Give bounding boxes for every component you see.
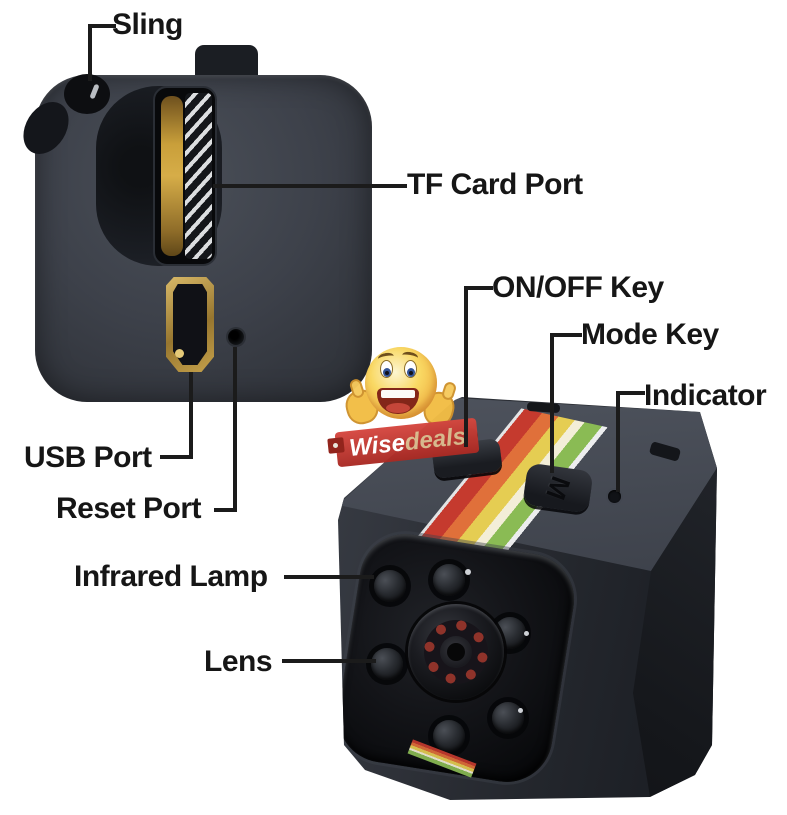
leader-line-reset-port — [214, 508, 237, 512]
ir-led — [374, 570, 406, 602]
callout-label-mode-key: Mode Key — [581, 318, 719, 351]
leader-line-sling — [88, 24, 92, 81]
leader-line-tf-card-port — [213, 184, 407, 188]
callout-label-reset-port: Reset Port — [56, 492, 202, 525]
watermark-brand-deals: deals — [403, 422, 468, 457]
leader-line-indicator — [616, 391, 620, 492]
leader-line-infrared-lamp — [284, 575, 374, 579]
lens-aperture — [447, 643, 465, 661]
reset-hole — [228, 329, 244, 345]
highlight-dot — [518, 708, 523, 713]
leader-line-usb-port — [160, 455, 193, 459]
ir-led — [433, 720, 465, 752]
smiley-eye — [404, 360, 417, 378]
usb-port-highlight — [175, 349, 184, 358]
leader-line-sling — [88, 24, 116, 28]
ir-led — [371, 648, 403, 680]
callout-label-infrared-lamp: Infrared Lamp — [74, 560, 268, 593]
back-top-button — [195, 45, 258, 79]
leader-line-reset-port — [233, 347, 237, 512]
front-camera-cube: M — [338, 397, 717, 800]
indicator-led — [608, 490, 621, 503]
watermark-brand-wise: Wise — [347, 429, 407, 462]
tf-card-contacts — [185, 93, 212, 259]
ir-led — [492, 702, 524, 734]
sling-hole — [64, 74, 110, 114]
callout-label-usb-port: USB Port — [24, 441, 152, 474]
leader-line-indicator — [616, 391, 645, 395]
callout-label-tf-card-port: TF Card Port — [407, 168, 583, 201]
callout-label-lens: Lens — [204, 645, 273, 678]
callout-label-onoff-key: ON/OFF Key — [492, 271, 664, 304]
leader-line-onoff-key — [464, 286, 468, 447]
leader-line-mode-key — [550, 333, 554, 473]
highlight-dot — [465, 569, 471, 575]
smiley-eye — [380, 360, 393, 378]
callout-label-sling: Sling — [112, 8, 183, 41]
leader-line-onoff-key — [464, 286, 493, 290]
ir-led — [433, 564, 465, 596]
leader-line-lens — [282, 659, 376, 663]
leader-line-mode-key — [550, 333, 582, 337]
smiley-pupil — [385, 371, 389, 375]
highlight-dot — [524, 631, 529, 636]
smiley-thumb-right-tip — [440, 380, 458, 402]
watermark-banner: Wisedeals — [334, 417, 480, 468]
callout-label-indicator: Indicator — [644, 379, 767, 412]
smiley-tongue — [386, 403, 410, 413]
tf-card-edge — [161, 96, 183, 256]
smiley-teeth — [381, 390, 415, 398]
smiley-pupil — [409, 371, 413, 375]
watermark-tag-dot — [333, 443, 338, 448]
leader-line-usb-port — [189, 372, 193, 459]
